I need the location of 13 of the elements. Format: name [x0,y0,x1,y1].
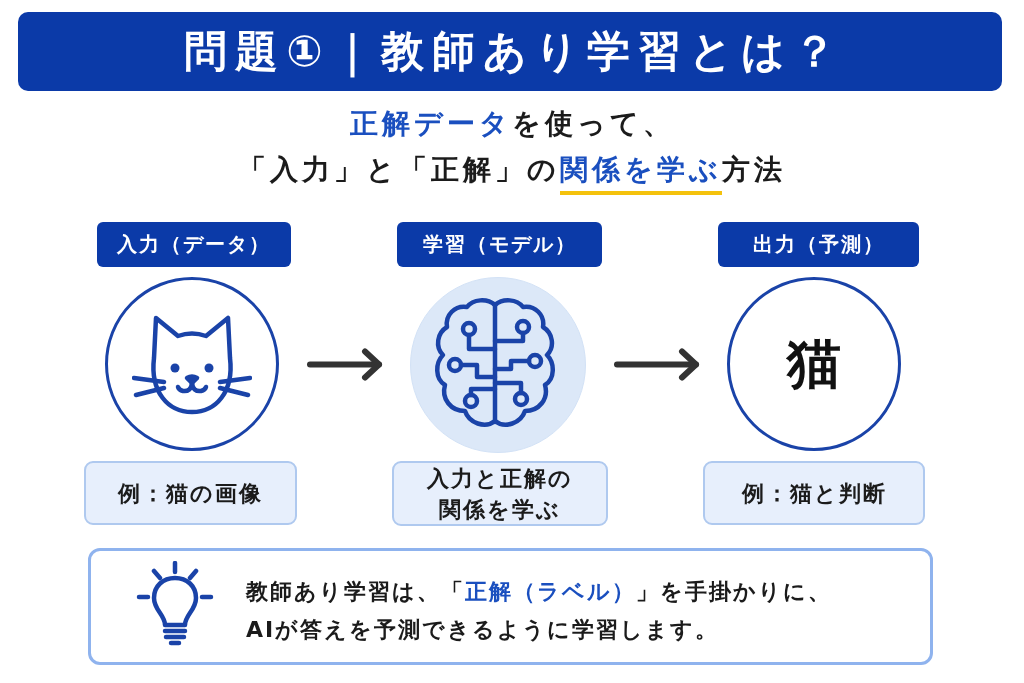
title-banner: 問題①｜教師あり学習とは？ [18,12,1002,91]
caption-card: 例：猫の画像 [84,461,297,525]
result-circle: 猫 [727,277,901,451]
note-panel [88,548,933,665]
note-text: 教師あり学習は、「正解（ラベル）」を手掛かりに、AIが答えを予測できるように学習します。 [246,578,832,644]
arrow [614,348,699,381]
step-label: 出力（予測） [718,222,919,267]
caption-card: 例：猫と判断 [703,461,925,525]
arrow [307,348,382,381]
caption-card: 入力と正解の関係を学ぶ [392,461,608,526]
step-label: 入力（データ） [97,222,291,267]
step-label: 学習（モデル） [397,222,602,267]
subtitle: 正解データを使って、「入力」と「正解」の関係を学ぶ方法 [237,106,787,188]
